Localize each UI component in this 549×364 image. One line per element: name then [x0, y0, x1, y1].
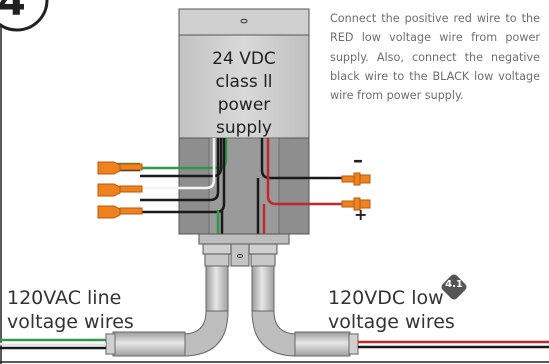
step-number-circle	[0, 0, 49, 32]
section-badge	[441, 274, 467, 300]
right-conduit	[251, 265, 359, 357]
positive-sign: +	[354, 205, 368, 224]
low-voltage-label: 120VDC low voltage wires	[328, 286, 455, 334]
right-wire-connectors	[341, 172, 371, 211]
line-voltage-label-line2: voltage wires	[7, 311, 134, 333]
wire-nut	[97, 161, 143, 175]
line-voltage-label: 120VAC line voltage wires	[7, 286, 134, 334]
line-voltage-label-line1: 120VAC line	[7, 287, 122, 309]
low-voltage-label-line2: voltage wires	[328, 311, 455, 333]
power-supply-label-line: class ll	[215, 72, 273, 92]
wire-nut	[341, 172, 371, 186]
negative-sign: –	[353, 148, 363, 172]
power-supply-box	[178, 8, 310, 235]
power-supply-label: 24 VDC class ll power supply	[179, 48, 309, 140]
wire-nut	[97, 183, 143, 197]
internal-wires-left	[140, 138, 228, 234]
section-badge-label: 4.1	[445, 279, 463, 290]
low-voltage-label-line1: 120VDC low	[328, 287, 444, 309]
internal-wires-right	[256, 138, 345, 234]
power-supply-label-line: power	[217, 95, 271, 115]
power-supply-label-line: 24 VDC	[212, 49, 276, 69]
line-voltage-wires	[0, 338, 106, 350]
left-conduit	[105, 265, 229, 357]
power-supply-label-line: supply	[216, 118, 272, 138]
step-instructions: Connect the positive red wire to the RED…	[330, 12, 540, 103]
left-wire-connectors	[97, 161, 143, 219]
wire-nut	[341, 197, 371, 211]
wire-nut	[97, 205, 143, 219]
low-voltage-wires	[358, 340, 549, 349]
enclosure-bottom-plate	[198, 233, 290, 267]
step-number: 4	[0, 0, 26, 25]
